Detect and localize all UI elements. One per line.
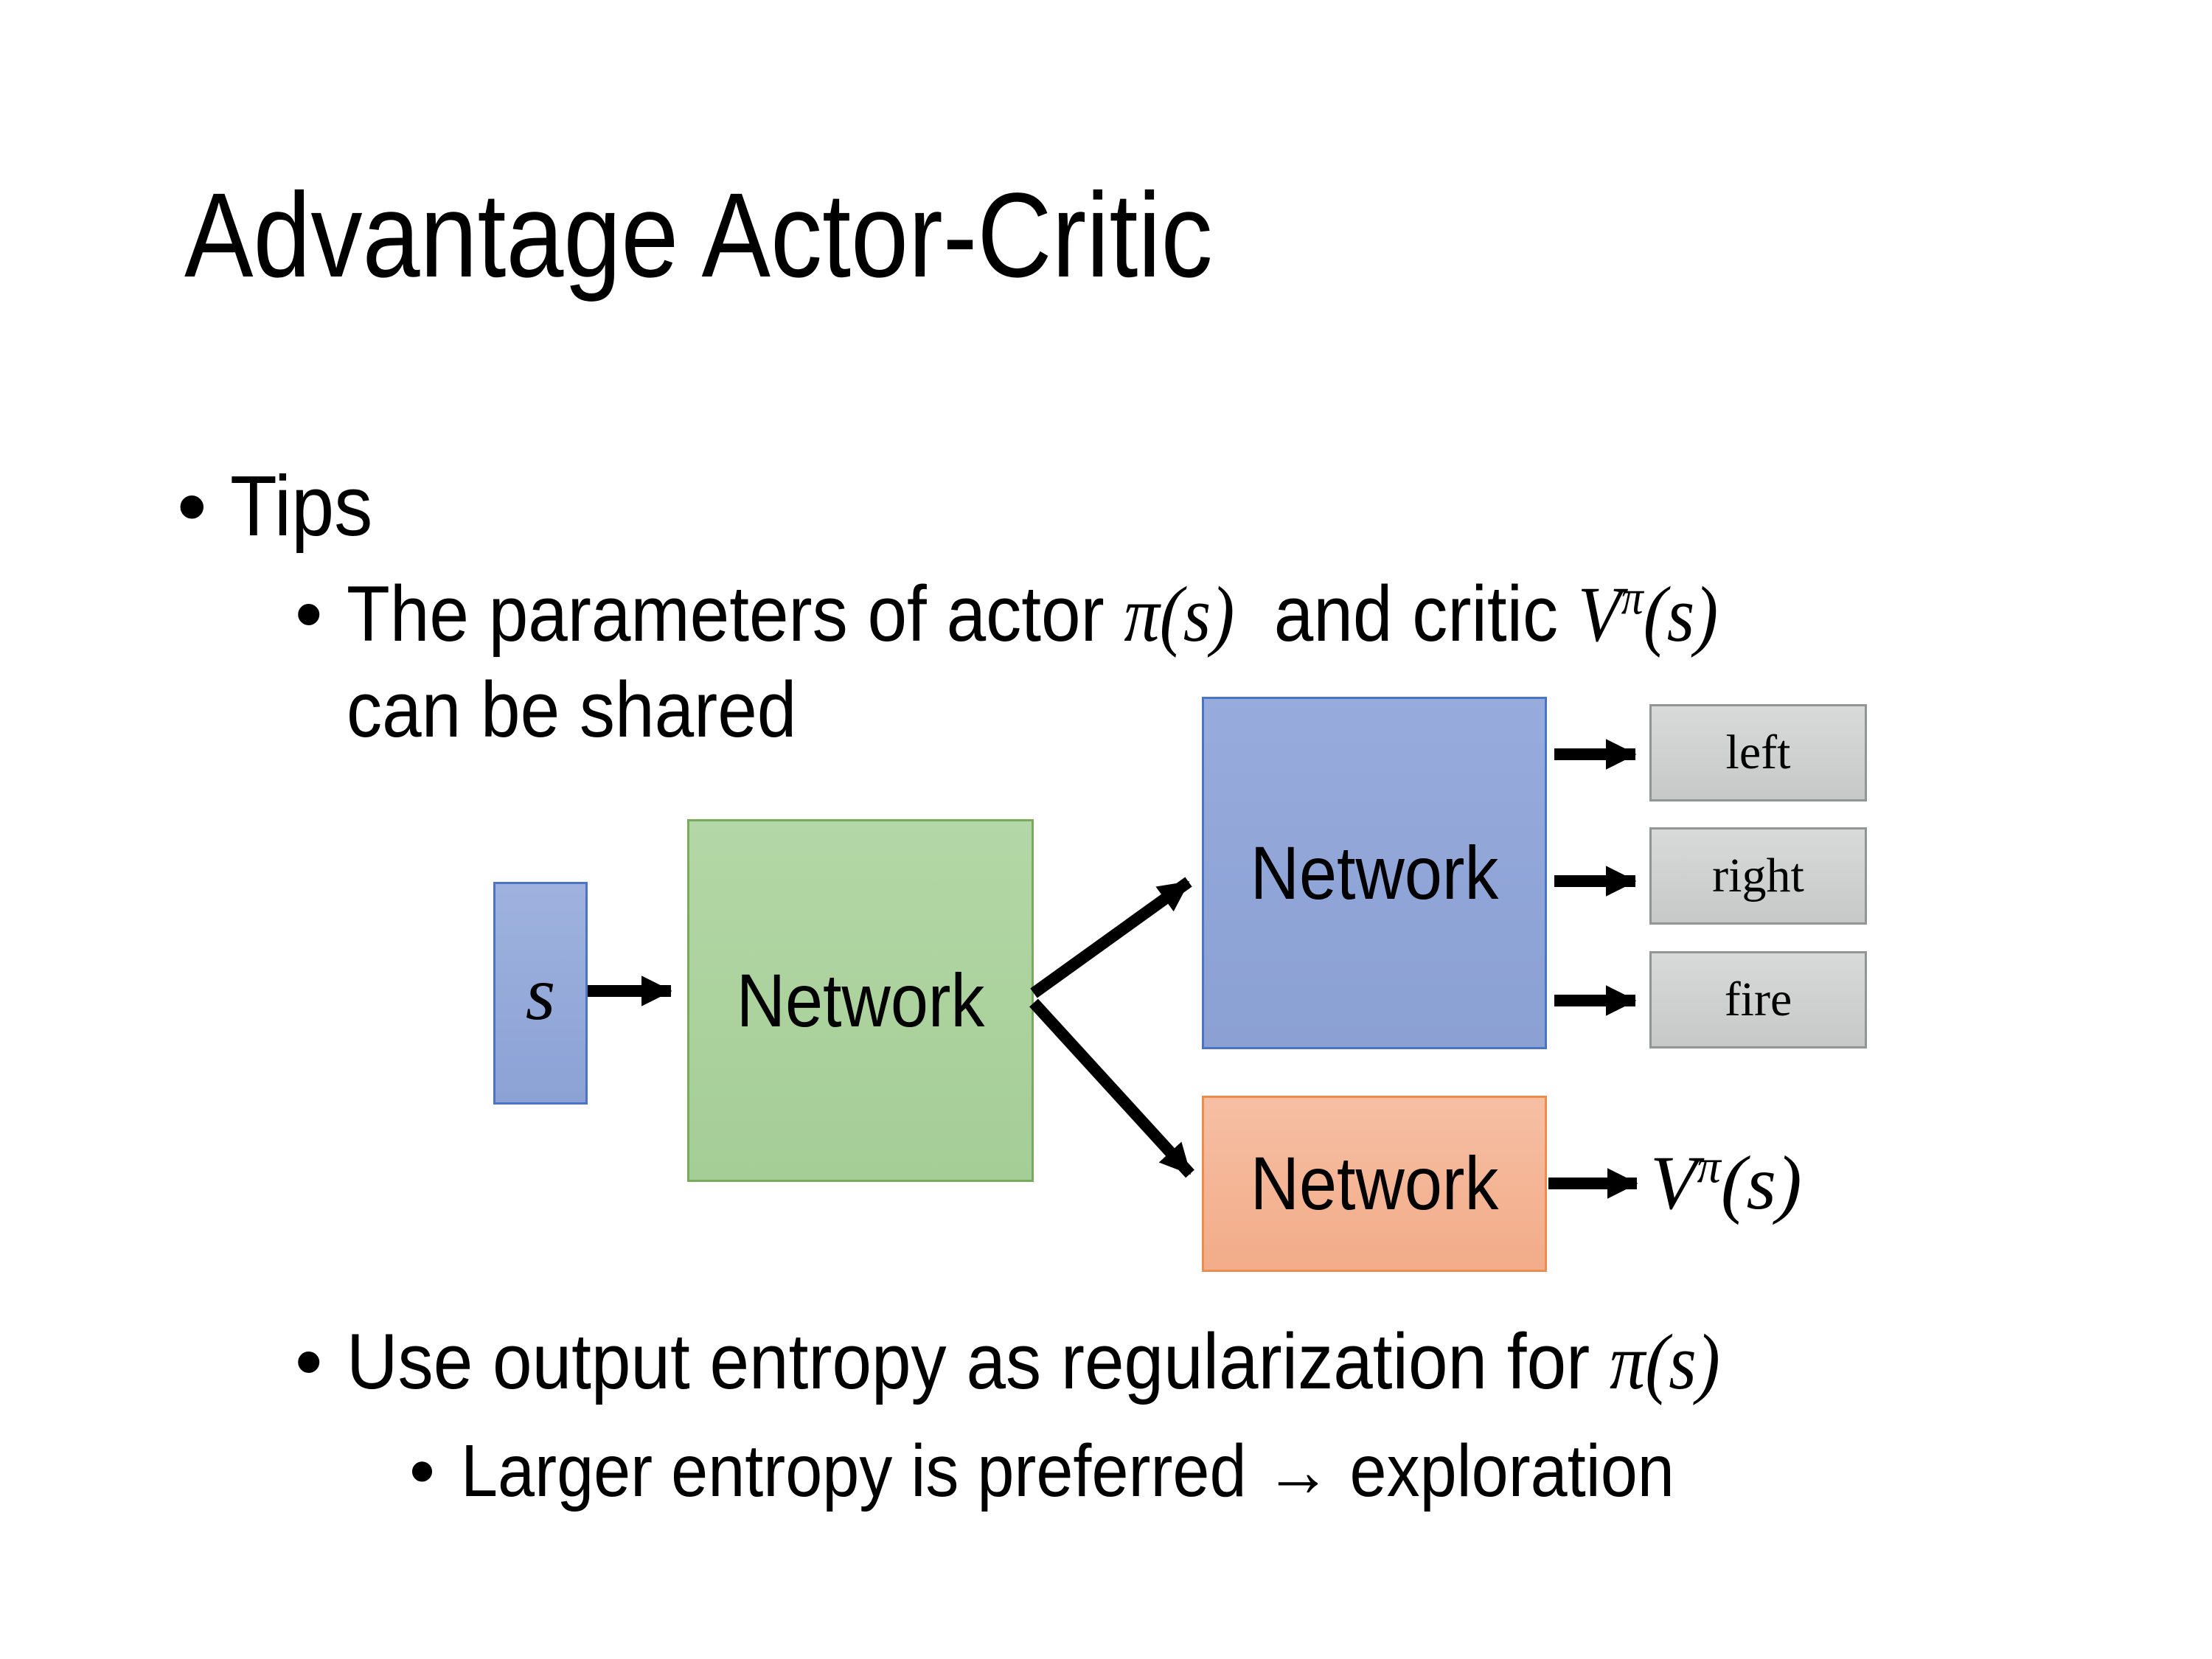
bullet-dot-exploration: • <box>409 1430 436 1512</box>
action-label-right: right <box>1712 849 1804 902</box>
arrow-shared-to-critic <box>1029 998 1194 1178</box>
actor-network-label: Network <box>1250 830 1499 915</box>
critic-network-label: Network <box>1250 1141 1499 1225</box>
slide-title: Advantage Actor-Critic <box>184 167 1213 302</box>
critic-output-label: Vπ(s) <box>1650 1139 1802 1228</box>
action-box-left: left <box>1649 704 1867 801</box>
actor-policy-math: π(s) <box>1124 571 1235 658</box>
bullet-dot-shared-params: • <box>295 569 323 658</box>
bullet-entropy-pre: Use output entropy as regularization for <box>347 1317 1610 1405</box>
action-label-fire: fire <box>1724 973 1792 1026</box>
shared-network-box: Network <box>687 819 1034 1182</box>
bullet-entropy: Use output entropy as regularization for… <box>347 1316 1720 1408</box>
state-box: s <box>493 882 588 1105</box>
state-label: s <box>525 950 556 1036</box>
bullet-dot-entropy: • <box>295 1317 323 1405</box>
critic-network-box: Network <box>1202 1096 1547 1272</box>
bullet-shared-params-pre: The parameters of actor <box>347 569 1124 658</box>
critic-output-args: (s) <box>1720 1141 1802 1225</box>
critic-output-base: V <box>1650 1141 1697 1225</box>
action-box-right: right <box>1649 827 1867 925</box>
critic-output-sup: π <box>1697 1140 1721 1193</box>
critic-value-base: V <box>1577 571 1621 658</box>
bullet-tips: Tips <box>230 458 373 554</box>
bullet-shared-params-line1: The parameters of actor π(s) and critic … <box>347 568 1718 661</box>
critic-value-args: (s) <box>1643 571 1719 658</box>
bullet-shared-params-mid: and critic <box>1234 569 1578 658</box>
shared-network-label: Network <box>736 958 985 1043</box>
critic-value-math: Vπ(s) <box>1578 571 1718 658</box>
bullet-shared-params-line2: can be shared <box>347 665 797 754</box>
actor-network-box: Network <box>1202 697 1547 1049</box>
critic-value-sup: π <box>1621 571 1644 625</box>
action-box-fire: fire <box>1649 951 1867 1048</box>
action-label-left: left <box>1725 726 1791 779</box>
bullet-exploration: Larger entropy is preferred → exploratio… <box>461 1430 1674 1512</box>
entropy-policy-math: π(s) <box>1609 1319 1720 1406</box>
arrow-shared-to-actor <box>1030 877 1192 998</box>
bullet-dot-tips: • <box>177 458 207 554</box>
